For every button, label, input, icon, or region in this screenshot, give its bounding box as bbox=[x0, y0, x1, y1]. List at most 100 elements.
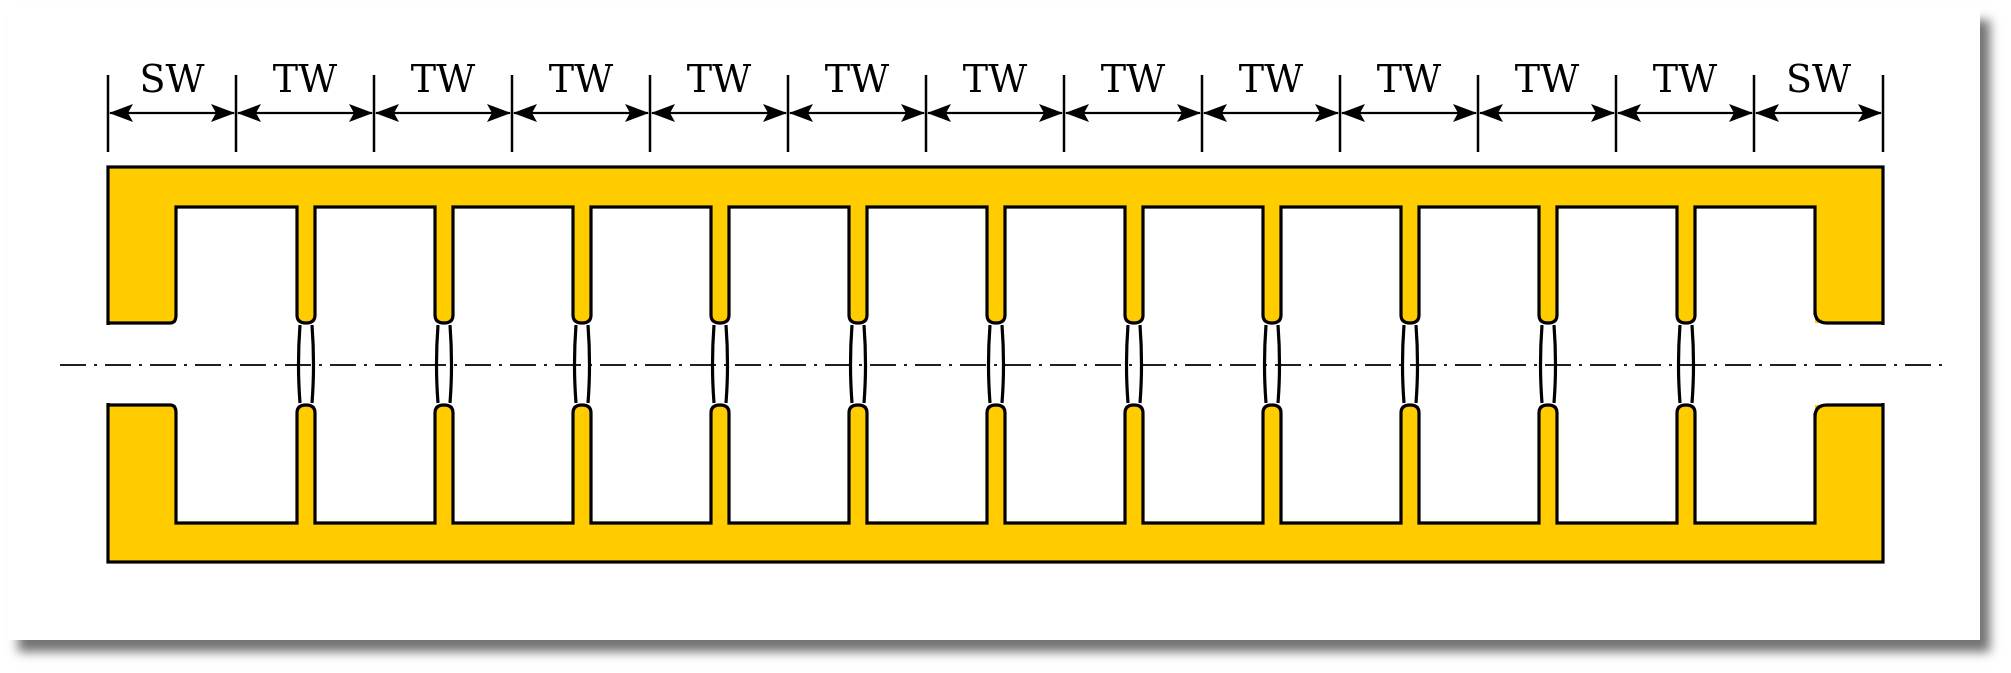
arrowhead-right-icon bbox=[1453, 104, 1477, 122]
arrowhead-left-icon bbox=[789, 104, 813, 122]
coupling-post-bottom bbox=[435, 405, 453, 525]
coupling-post-top bbox=[1677, 205, 1695, 323]
post-fill bbox=[987, 505, 1005, 525]
dimension-label: TW bbox=[411, 57, 475, 101]
arrowhead-left-icon bbox=[1617, 104, 1641, 122]
coupling-post-top bbox=[987, 205, 1005, 323]
arrowhead-right-icon bbox=[625, 104, 649, 122]
post-fill bbox=[987, 205, 1005, 225]
coupling-post-top bbox=[1125, 205, 1143, 323]
input-aperture bbox=[106, 323, 176, 405]
post-fill bbox=[1401, 505, 1419, 525]
post-fill bbox=[849, 505, 867, 525]
dimension-label: TW bbox=[549, 57, 613, 101]
arrowhead-left-icon bbox=[651, 104, 675, 122]
dimension-label: TW bbox=[687, 57, 751, 101]
post-fill bbox=[711, 205, 729, 225]
cavity-outline bbox=[1555, 205, 1679, 525]
post-outline bbox=[571, 314, 593, 414]
cavity-outline bbox=[1693, 205, 1817, 525]
cavity-outline bbox=[451, 205, 575, 525]
coupling-slot bbox=[1676, 317, 1696, 411]
post-outline bbox=[1261, 314, 1283, 414]
cavity-outline bbox=[589, 205, 713, 525]
arrowhead-left-icon bbox=[927, 104, 951, 122]
post-fill bbox=[1401, 205, 1419, 225]
post-fill bbox=[1677, 505, 1695, 525]
arrowhead-left-icon bbox=[513, 104, 537, 122]
dimension-tw: TW bbox=[375, 57, 511, 122]
cavity-outline bbox=[1003, 205, 1127, 525]
post-fill bbox=[297, 205, 315, 225]
post-fill bbox=[1677, 205, 1695, 225]
coupling-post-bottom bbox=[297, 405, 315, 525]
dimension-sw: SW bbox=[109, 57, 235, 122]
cavity-outline bbox=[1141, 205, 1265, 525]
cavity-outline bbox=[727, 205, 851, 525]
coupling-slot bbox=[1262, 317, 1282, 411]
arrowhead-left-icon bbox=[1341, 104, 1365, 122]
post-fill bbox=[573, 505, 591, 525]
post-outline bbox=[709, 314, 731, 414]
coupling-post-top bbox=[435, 205, 453, 323]
post-outline bbox=[1537, 314, 1559, 414]
arrowhead-right-icon bbox=[1729, 104, 1753, 122]
arrowhead-right-icon bbox=[1177, 104, 1201, 122]
coupling-post-bottom bbox=[987, 405, 1005, 525]
post-fill bbox=[1263, 205, 1281, 225]
arrowhead-left-icon bbox=[1755, 104, 1779, 122]
post-outline bbox=[433, 314, 455, 414]
dimension-label: TW bbox=[1239, 57, 1303, 101]
post-fill bbox=[1263, 505, 1281, 525]
cavity-outline bbox=[1417, 205, 1541, 525]
dimension-tw: TW bbox=[1617, 57, 1753, 122]
dimension-label: SW bbox=[139, 57, 204, 101]
post-fill bbox=[711, 505, 729, 525]
coupling-slot bbox=[1538, 317, 1558, 411]
dimension-label: TW bbox=[963, 57, 1027, 101]
dimension-sw: SW bbox=[1755, 57, 1882, 122]
coupling-post-bottom bbox=[1677, 405, 1695, 525]
coupling-post-top bbox=[849, 205, 867, 323]
coupling-post-top bbox=[1539, 205, 1557, 323]
post-fill bbox=[1125, 505, 1143, 525]
output-aperture bbox=[1815, 323, 1885, 405]
post-outline bbox=[1675, 314, 1697, 414]
arrowhead-left-icon bbox=[1479, 104, 1503, 122]
dimension-label: TW bbox=[825, 57, 889, 101]
coupling-post-bottom bbox=[1263, 405, 1281, 525]
coupling-slot bbox=[296, 317, 316, 411]
dimension-label: SW bbox=[1786, 57, 1851, 101]
coupling-slot bbox=[434, 317, 454, 411]
coupling-post-top bbox=[297, 205, 315, 323]
post-outline bbox=[1399, 314, 1421, 414]
arrowhead-right-icon bbox=[211, 104, 235, 122]
resonator-cavity bbox=[176, 207, 297, 523]
dimension-label: TW bbox=[1101, 57, 1165, 101]
dimension-tw: TW bbox=[651, 57, 787, 122]
arrowhead-left-icon bbox=[1065, 104, 1089, 122]
post-fill bbox=[435, 205, 453, 225]
dimension-label: TW bbox=[1377, 57, 1441, 101]
arrowhead-left-icon bbox=[1203, 104, 1227, 122]
coupling-post-bottom bbox=[573, 405, 591, 525]
arrowhead-left-icon bbox=[109, 104, 133, 122]
dimension-tw: TW bbox=[1479, 57, 1615, 122]
post-fill bbox=[849, 205, 867, 225]
coupling-slot bbox=[710, 317, 730, 411]
dimension-tw: TW bbox=[789, 57, 925, 122]
post-fill bbox=[435, 505, 453, 525]
post-fill bbox=[1539, 505, 1557, 525]
coupling-slot bbox=[986, 317, 1006, 411]
coupling-post-bottom bbox=[1401, 405, 1419, 525]
dimension-tw: TW bbox=[1065, 57, 1201, 122]
post-outline bbox=[985, 314, 1007, 414]
arrowhead-right-icon bbox=[1858, 104, 1882, 122]
cavity-outline bbox=[313, 205, 437, 525]
arrowhead-right-icon bbox=[1591, 104, 1615, 122]
coupling-post-top bbox=[1401, 205, 1419, 323]
dimension-tw: TW bbox=[237, 57, 373, 122]
